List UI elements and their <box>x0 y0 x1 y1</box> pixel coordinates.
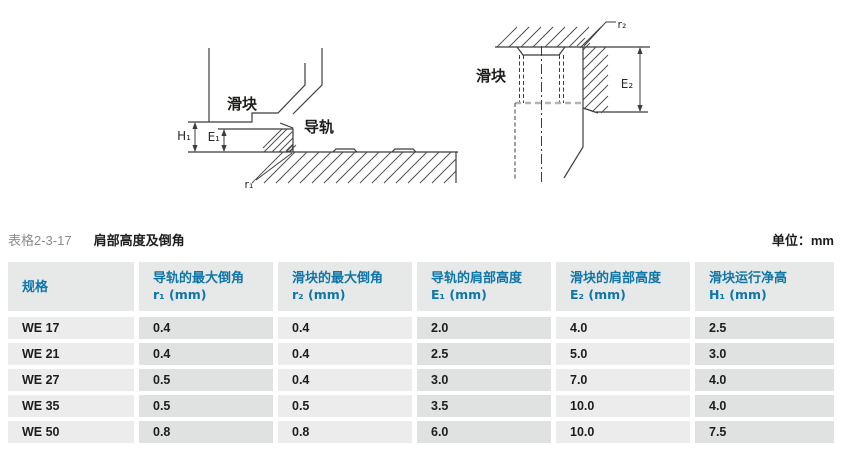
rail-outline <box>218 122 294 152</box>
cell-h1: 3.0 <box>690 343 834 365</box>
cell-r1: 0.4 <box>134 317 273 339</box>
header-row: 规格 导轨的最大倒角 r₁ (mm) 滑块的最大倒角 r₂ (mm) 导轨的肩部… <box>8 262 834 311</box>
mount-hatching <box>496 26 602 48</box>
diagram-rail-shoulder: 滑块 导轨 H₁ E₁ r₁ <box>177 48 458 191</box>
table-title: 肩部高度及倒角 <box>93 233 185 248</box>
dim-r2-label: r₂ <box>618 18 627 31</box>
cell-r2: 0.4 <box>273 343 412 365</box>
r2-leader <box>583 21 616 47</box>
shoulder-hatching <box>582 46 609 114</box>
table-title-bar: 表格2-3-17 肩部高度及倒角 单位：mm <box>8 231 834 251</box>
header-cell-r2: 滑块的最大倒角 r₂ (mm) <box>273 262 412 311</box>
dim-e1-label: E₁ <box>208 130 221 144</box>
cell-e2: 10.0 <box>551 395 690 417</box>
header-cell-e1: 导轨的肩部高度 E₁ (mm) <box>412 262 551 311</box>
header-cell-h1: 滑块运行净高 H₁ (mm) <box>690 262 834 311</box>
cell-r2: 0.4 <box>273 369 412 391</box>
cell-e2: 7.0 <box>551 369 690 391</box>
r1-leader <box>255 152 293 181</box>
cell-spec: WE 27 <box>8 369 134 391</box>
header-cell-e2: 滑块的肩部高度 E₂ (mm) <box>551 262 690 311</box>
table-number: 表格2-3-17 <box>8 233 72 248</box>
cell-r2: 0.5 <box>273 395 412 417</box>
diagram-slider-shoulder: 滑块 E₂ r₂ <box>476 18 650 182</box>
table-row: WE 27 0.5 0.4 3.0 7.0 4.0 <box>8 369 834 391</box>
cell-e1: 6.0 <box>412 421 551 443</box>
col-sub: r₂ (mm) <box>292 287 346 302</box>
table-row: WE 17 0.4 0.4 2.0 4.0 2.5 <box>8 317 834 339</box>
shoulder-bottom <box>582 107 648 114</box>
cell-r1: 0.8 <box>134 421 273 443</box>
cell-r1: 0.5 <box>134 369 273 391</box>
cell-h1: 4.0 <box>690 369 834 391</box>
header-cell-spec: 规格 <box>8 262 134 311</box>
col-sub: r₁ (mm) <box>153 287 207 302</box>
col-label: 滑块运行净高 <box>709 270 788 285</box>
table-row: WE 21 0.4 0.4 2.5 5.0 3.0 <box>8 343 834 365</box>
table-row: WE 35 0.5 0.5 3.5 10.0 4.0 <box>8 395 834 417</box>
rail-label: 导轨 <box>304 118 334 136</box>
cell-e2: 4.0 <box>551 317 690 339</box>
cell-e1: 3.0 <box>412 369 551 391</box>
cell-e1: 2.5 <box>412 343 551 365</box>
slider-label-left: 滑块 <box>227 96 258 113</box>
cell-r1: 0.4 <box>134 343 273 365</box>
table-row: WE 50 0.8 0.8 6.0 10.0 7.5 <box>8 421 834 443</box>
dim-r1-label: r₁ <box>245 178 254 191</box>
shoulder-side-face <box>563 47 584 179</box>
cell-spec: WE 17 <box>8 317 134 339</box>
cell-spec: WE 21 <box>8 343 134 365</box>
col-label: 滑块的最大倒角 <box>292 270 384 285</box>
cell-r1: 0.5 <box>134 395 273 417</box>
col-label: 滑块的肩部高度 <box>570 270 662 285</box>
cell-spec: WE 35 <box>8 395 134 417</box>
cell-r2: 0.8 <box>273 421 412 443</box>
col-label: 规格 <box>22 279 49 294</box>
chamfer-r2 <box>576 37 591 51</box>
col-label: 导轨的肩部高度 <box>431 270 523 285</box>
col-label: 导轨的最大倒角 <box>153 270 245 285</box>
cell-e2: 5.0 <box>551 343 690 365</box>
header-cell-r1: 导轨的最大倒角 r₁ (mm) <box>134 262 273 311</box>
cell-h1: 4.0 <box>690 395 834 417</box>
base-line <box>188 151 458 183</box>
shoulder-chamfer-diagrams: 滑块 导轨 H₁ E₁ r₁ <box>177 18 650 191</box>
col-sub: E₂ (mm) <box>570 287 626 302</box>
col-sub: H₁ (mm) <box>709 287 767 302</box>
slider-outline <box>188 48 323 123</box>
cell-spec: WE 50 <box>8 421 134 443</box>
base-pads <box>332 148 417 153</box>
unit-label: 单位：mm <box>771 233 834 248</box>
cell-r2: 0.4 <box>273 317 412 339</box>
cell-e1: 2.0 <box>412 317 551 339</box>
dim-h1-label: H₁ <box>177 129 191 143</box>
rail-hatching <box>262 128 294 153</box>
cell-h1: 2.5 <box>690 317 834 339</box>
cell-h1: 7.5 <box>690 421 834 443</box>
cell-e1: 3.5 <box>412 395 551 417</box>
base-hatching <box>251 151 457 184</box>
dim-e2-label: E₂ <box>621 77 634 91</box>
bolt-hidden-lines <box>514 46 583 182</box>
slider-label-right: 滑块 <box>476 68 507 85</box>
col-sub: E₁ (mm) <box>431 287 487 302</box>
cell-e2: 10.0 <box>551 421 690 443</box>
spec-table: 规格 导轨的最大倒角 r₁ (mm) 滑块的最大倒角 r₂ (mm) 导轨的肩部… <box>8 262 834 447</box>
